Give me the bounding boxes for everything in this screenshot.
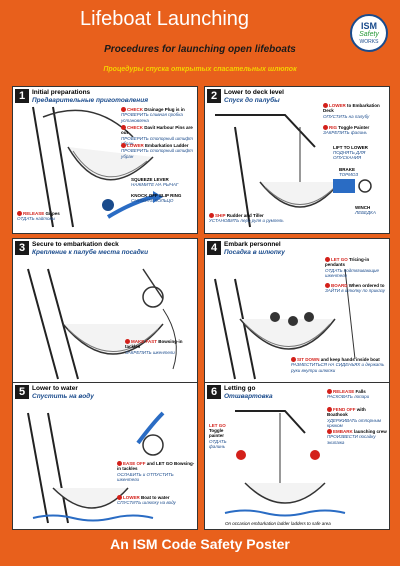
step-title-ru: Спуск до палубы	[224, 97, 280, 104]
note-rig-painter: RIG Toggle Painter ЗАКРЕПИТЬ фалинь	[323, 125, 370, 136]
step-title-ru: Крепление к палубе места посадки	[32, 249, 149, 256]
step-panel-4: 4 Embark personnel Посадка в шлюпку LET …	[204, 238, 390, 386]
davit-illustration-5	[27, 411, 165, 524]
marker-dot	[325, 257, 330, 263]
davit-illustration-6	[224, 410, 346, 517]
note-release-falls: RELEASE Falls РАСКОВАТЬ лопари	[327, 389, 370, 400]
step-number: 1	[15, 89, 29, 103]
marker-dot	[327, 389, 332, 395]
step-title: Secure to embarkation deck	[32, 241, 119, 248]
step-title: Lower to deck level	[224, 89, 284, 96]
footnote: On occasion embarkation ladder ladders t…	[225, 521, 331, 526]
step-number: 2	[207, 89, 221, 103]
note-let-go-tricing: LET GO Tricing-in pendants ОТДАТЬ подтяг…	[325, 257, 380, 278]
marker-dot	[117, 495, 122, 501]
marker-dot	[209, 213, 214, 219]
step-title: Embark personnel	[224, 241, 281, 248]
note-ship-rudder: SHIP Rudder and Tiller УСТАНОВИТЬ перо р…	[209, 213, 284, 224]
marker-dot	[325, 283, 330, 289]
note-ease-off: EASE OFF and LET GO Bowsing-in tackles О…	[117, 461, 195, 482]
note-check-pins: CHECK Davit Harbour Pins are out ПРОВЕРИ…	[121, 125, 193, 146]
step-panel-2: 2 Lower to deck level Спуск до палубы LO…	[204, 86, 390, 234]
note-lower-boat: LOWER Boat to water СПУСТИТЬ шлюпку на в…	[117, 495, 176, 506]
subtitle-ru: Процедуры спуска открытых спасательных ш…	[103, 66, 297, 73]
note-sit-down: SIT DOWN and keep hands inside boat РАЗМ…	[291, 357, 385, 373]
marker-dot	[323, 125, 328, 131]
marker-dot	[323, 103, 328, 109]
ism-logo: ISM Safety WORKS	[350, 14, 388, 52]
marker-dot	[327, 407, 332, 413]
note-squeeze-lever: SQUEEZE LEVER НАЖМИТЕ НА РЫЧАГ	[131, 177, 179, 188]
note-knock-off: KNOCK OFF SLIP RING СНИМИТЕ КОЛЬЦО	[131, 193, 182, 204]
davit-illustration-3	[27, 268, 177, 380]
step-number: 6	[207, 385, 221, 399]
step-number: 3	[15, 241, 29, 255]
step-title-ru: Спустить на воду	[32, 393, 94, 400]
marker-dot	[327, 429, 332, 435]
note-release-gripes: RELEASE Gripes ОТДАТЬ найтовы	[17, 211, 60, 222]
step-number: 5	[15, 385, 29, 399]
marker-dot	[121, 107, 126, 113]
logo-top: ISM	[360, 21, 377, 31]
note-make-fast: MAKE FAST Bowsing-in tackles ЗАКРЕПИТЬ ш…	[125, 339, 183, 355]
subtitle: Procedures for launching open lifeboats	[104, 44, 296, 55]
step-title: Initial preparations	[32, 89, 91, 96]
note-lift-to-lower: LIFT TO LOWER ПОДНЯТЬ ДЛЯ ОПУСКАНИЯ	[333, 145, 368, 161]
step-title-ru: Предварительные приготовления	[32, 97, 149, 104]
page-title: Lifeboat Launching	[80, 8, 250, 30]
note-fend-off: FEND OFF with Boathook УДЕРЖИВАТЬ отпорн…	[327, 407, 381, 428]
note-brake: BRAKE ТОРМОЗ	[339, 167, 359, 178]
note-winch: WINCH ЛЕБЕДКА	[355, 205, 376, 216]
davit-illustration-1	[32, 106, 163, 228]
note-let-go-painter: LET GO Toggle painter ОТДАТЬ фалинь	[209, 423, 227, 449]
note-embark-crew: EMBARK launching crew ПРОИЗВЕСТИ посадку…	[327, 429, 387, 445]
step-title: Lower to water	[32, 385, 78, 392]
logo-bottom: WORKS	[359, 39, 379, 45]
note-board: BOARD When ordered to ЗАЙТИ в шлюпку по …	[325, 283, 385, 294]
logo-mid: Safety	[359, 31, 379, 38]
davit-illustration-4	[214, 268, 356, 380]
marker-dot	[17, 211, 22, 217]
step-panel-1: 1 Initial preparations Предварительные п…	[12, 86, 198, 234]
step-title-ru: Отшвартовка	[224, 393, 273, 400]
davit-illustration-2	[215, 114, 372, 228]
step-title: Letting go	[224, 385, 256, 392]
step-number: 4	[207, 241, 221, 255]
step-panel-3: 3 Secure to embarkation deck Крепление к…	[12, 238, 198, 386]
marker-dot	[125, 339, 130, 345]
step-title-ru: Посадка в шлюпку	[224, 249, 285, 256]
note-lower-embark: LOWER to Embarkation Deck ОПУСТИТЬ на па…	[323, 103, 380, 119]
note-lower-ladder: LOWER Embarkation Ladder ПРОВЕРИТЬ стопо…	[121, 143, 193, 159]
step-panel-6: 6 Letting go Отшвартовка RELEASE Falls Р…	[204, 382, 390, 530]
marker-dot	[121, 143, 126, 149]
marker-dot	[121, 125, 126, 131]
step-panel-5: 5 Lower to water Спустить на воду EASE O…	[12, 382, 198, 530]
marker-dot	[291, 357, 296, 363]
note-check-drain: CHECK Drainage Plug is in ПРОВЕРИТЬ слив…	[121, 107, 185, 123]
footer-text: An ISM Code Safety Poster	[110, 536, 290, 552]
marker-dot	[117, 461, 122, 467]
